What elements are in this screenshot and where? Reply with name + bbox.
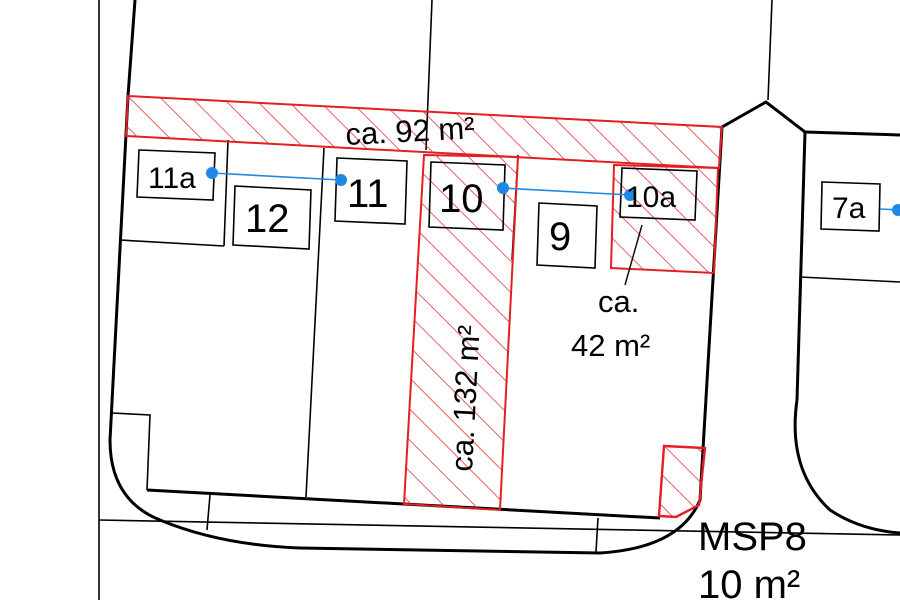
plot-label-12: 12 <box>245 197 290 241</box>
leader-line-small-area <box>624 224 643 286</box>
sidewalk-divider-2 <box>595 517 599 553</box>
plot-label-10: 10 <box>439 177 484 221</box>
area-label-small-line2: 42 m² <box>571 328 650 363</box>
hatched-area-vertical <box>402 153 520 512</box>
connector-dot-11 <box>335 174 347 186</box>
block-outline-main <box>108 0 807 555</box>
connector-11a-11 <box>211 172 342 181</box>
building-box-11 <box>334 157 408 225</box>
building-box-11a <box>136 149 216 201</box>
divider-plot-11a-12 <box>223 139 229 247</box>
sidewalk-divider-1 <box>206 494 211 531</box>
building-box-10a <box>619 167 698 221</box>
building-box-10 <box>428 161 506 231</box>
building-box-9 <box>536 202 598 269</box>
plot-label-11: 11 <box>347 172 389 216</box>
divider-plot-11a-bottom <box>119 239 225 247</box>
building-box-7a <box>820 181 881 232</box>
corner-box-left <box>111 412 151 491</box>
divider-plot-12-11 <box>305 147 325 498</box>
connector-dot-11a <box>206 167 218 179</box>
plot-label-10a: 10a <box>626 181 676 214</box>
msp-area-label: 10 m² <box>698 563 800 600</box>
connector-dot-10a <box>624 189 636 201</box>
area-label-small-line1: ca. <box>598 284 639 319</box>
area-label-vertical: ca. 132 m² <box>444 324 487 472</box>
street-line-bottom <box>98 519 900 536</box>
msp-name-label: MSP8 <box>698 515 807 559</box>
connector-dot-10 <box>497 182 509 194</box>
connector-dot-7a <box>892 204 900 216</box>
building-box-12 <box>232 185 312 250</box>
area-label-strip: ca. 92 m² <box>345 110 476 152</box>
divider-top-2 <box>767 0 773 101</box>
plot-7a-divider <box>799 276 900 283</box>
block-outline-right <box>793 399 900 535</box>
plot-label-7a: 7a <box>832 192 866 225</box>
block-top-line-right <box>804 130 900 137</box>
plot-label-11a: 11a <box>148 162 196 195</box>
plot-label-9: 9 <box>549 215 571 259</box>
hatched-area-msp <box>657 444 707 519</box>
connector-10-10a <box>502 187 631 196</box>
